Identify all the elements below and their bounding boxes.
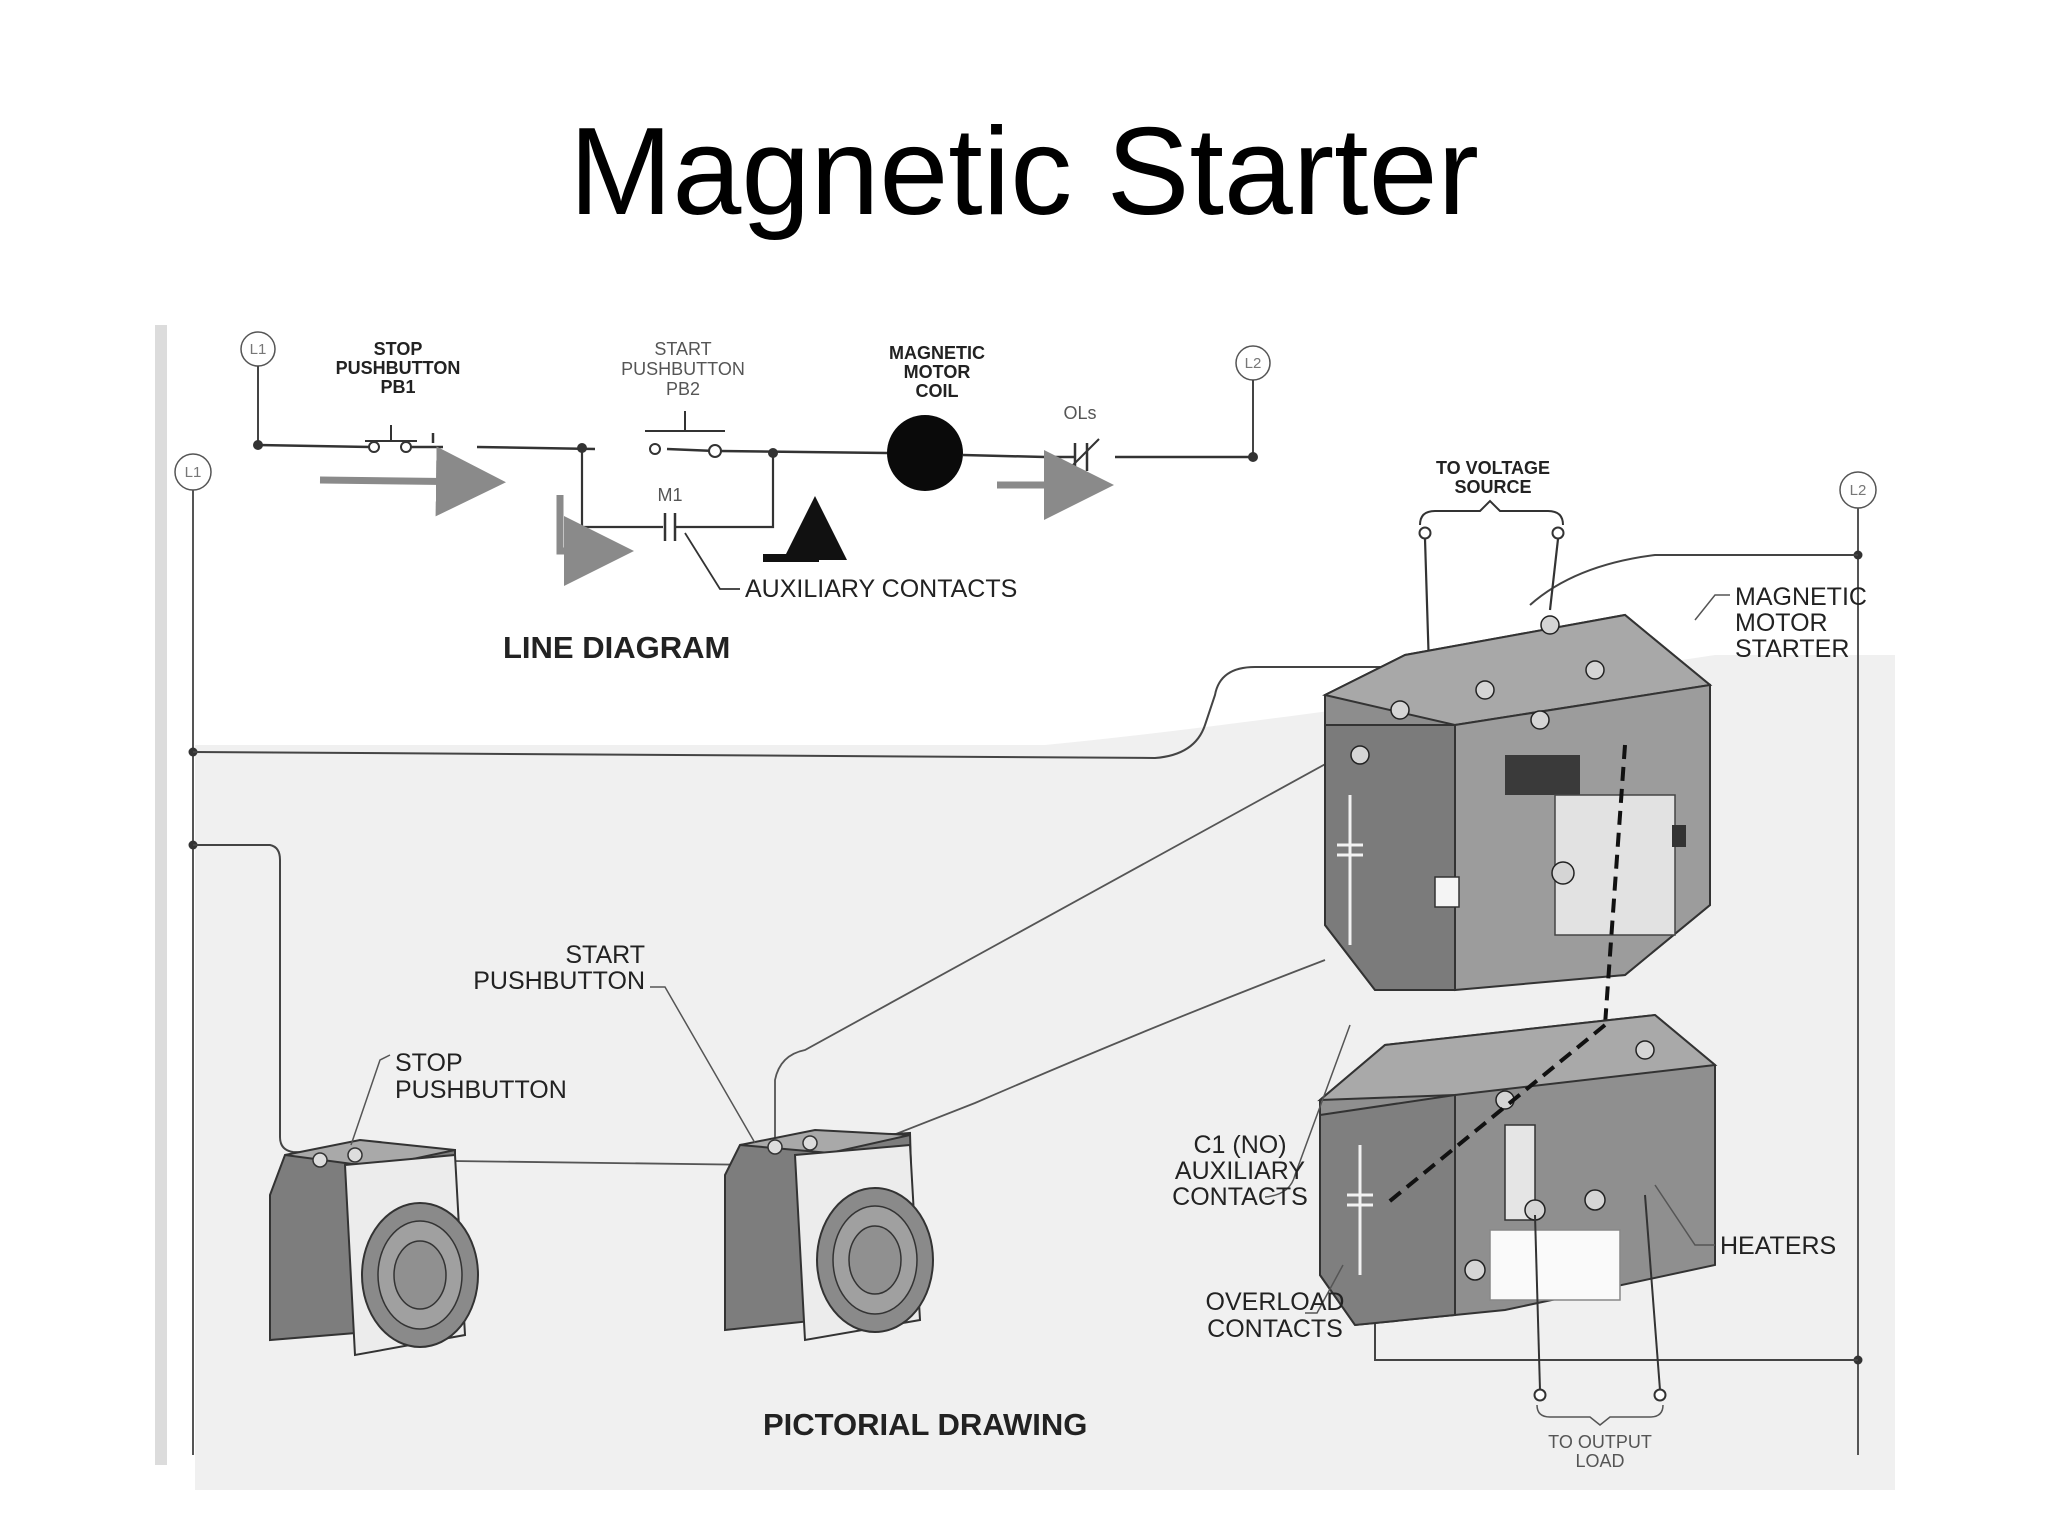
- pd-l2-label: L2: [1850, 482, 1867, 499]
- wire-start-coil: [774, 744, 1361, 1147]
- overload-leader: [1305, 1264, 1344, 1314]
- flow-arrow-black: [763, 496, 847, 562]
- wire-l1-stop: [193, 844, 376, 1156]
- heaters-leader: [1654, 1184, 1715, 1246]
- slide-title: Magnetic Starter: [569, 103, 1479, 241]
- output-load-brace: [1536, 1404, 1664, 1426]
- output-terminal-1: [1533, 1388, 1547, 1402]
- overload-relay: [1317, 1013, 1718, 1327]
- heater-element: [1489, 1229, 1621, 1301]
- c1-leader: [1264, 1024, 1351, 1198]
- c1-line1: C1 (NO): [1193, 1131, 1286, 1159]
- stop-pb-line1: STOP: [374, 339, 423, 359]
- start-pushbutton-station: [724, 1128, 934, 1342]
- voltage-lead-2: [1548, 538, 1560, 611]
- coil-line2: MOTOR: [904, 362, 971, 382]
- stop-pushbutton-line2: PUSHBUTTON: [395, 1076, 567, 1104]
- c1-line2: AUXILIARY: [1175, 1157, 1305, 1185]
- wire-l2-top: [1529, 554, 1858, 606]
- flow-arrow-1: [319, 446, 506, 517]
- magnetic-motor-starter: [1322, 613, 1713, 1026]
- overload-line2: CONTACTS: [1207, 1315, 1343, 1343]
- scan-edge-shadow: [155, 325, 167, 1465]
- start-pb-line3: PB2: [666, 379, 700, 399]
- output-lead-1: [1534, 1214, 1541, 1391]
- voltage-line2: SOURCE: [1454, 477, 1531, 497]
- voltage-terminal-2: [1551, 526, 1565, 540]
- pictorial-drawing: L1 L2: [174, 453, 1877, 1471]
- start-pushbutton-line2: PUSHBUTTON: [473, 967, 645, 995]
- starter-leader: [1694, 594, 1730, 621]
- ld-node: [1248, 452, 1258, 462]
- c1-line3: CONTACTS: [1172, 1183, 1308, 1211]
- ols-label: OLs: [1063, 403, 1096, 423]
- ld-l2-label: L2: [1245, 355, 1262, 372]
- magnetic-starter-figure: L1 L2 STOP PUSHBUTTON: [155, 325, 1895, 1495]
- coil-line3: COIL: [916, 381, 959, 401]
- starter-window: [1505, 755, 1580, 795]
- start-pushbutton-line1: START: [565, 941, 645, 969]
- start-pb-line1: START: [654, 339, 711, 359]
- heaters-label: HEATERS: [1720, 1232, 1836, 1260]
- motor-coil-symbol: [887, 415, 963, 491]
- line-diagram-heading: LINE DIAGRAM: [503, 630, 730, 665]
- start-pb-line2: PUSHBUTTON: [621, 359, 745, 379]
- ld-node: [768, 448, 778, 458]
- output-terminal-2: [1653, 1388, 1667, 1402]
- stop-pb-line2: PUSHBUTTON: [336, 358, 461, 378]
- starter-line1: MAGNETIC: [1735, 583, 1867, 611]
- figure-svg: L1 L2 STOP PUSHBUTTON: [155, 325, 1895, 1490]
- ld-l1-label: L1: [250, 341, 267, 358]
- ld-node: [577, 443, 587, 453]
- voltage-line1: TO VOLTAGE: [1436, 458, 1550, 478]
- stop-pushbutton-symbol: [365, 425, 417, 453]
- stop-pb-line3: PB1: [380, 377, 415, 397]
- output-load-line2: LOAD: [1575, 1451, 1624, 1471]
- coil-line1: MAGNETIC: [889, 343, 985, 363]
- starter-line3: STARTER: [1735, 635, 1849, 663]
- voltage-terminal-1: [1418, 526, 1432, 540]
- stop-pb-leader: [350, 1054, 391, 1146]
- start-pushbutton-symbol: [645, 411, 725, 458]
- pd-l1-label: L1: [185, 464, 202, 481]
- aux-contacts-label: AUXILIARY CONTACTS: [745, 575, 1017, 603]
- ld-node: [253, 440, 263, 450]
- stop-pushbutton-line1: STOP: [395, 1049, 463, 1077]
- voltage-source-brace: [1419, 499, 1564, 526]
- output-lead-2: [1644, 1194, 1661, 1391]
- stop-pushbutton-station: [269, 1138, 479, 1357]
- flow-arrow-3: [556, 495, 634, 586]
- overload-line1: OVERLOAD: [1206, 1288, 1345, 1316]
- start-pb-leader: [650, 986, 756, 1144]
- pictorial-drawing-heading: PICTORIAL DRAWING: [763, 1407, 1087, 1442]
- starter-line2: MOTOR: [1735, 609, 1828, 637]
- line-diagram: L1 L2 STOP PUSHBUTTON: [240, 331, 1271, 665]
- aux-leader: [684, 532, 740, 590]
- wire-l1-top: [192, 666, 1435, 760]
- output-load-line1: TO OUTPUT: [1548, 1432, 1652, 1452]
- m1-label: M1: [657, 485, 682, 505]
- wire-start-c1: [374, 959, 1326, 1166]
